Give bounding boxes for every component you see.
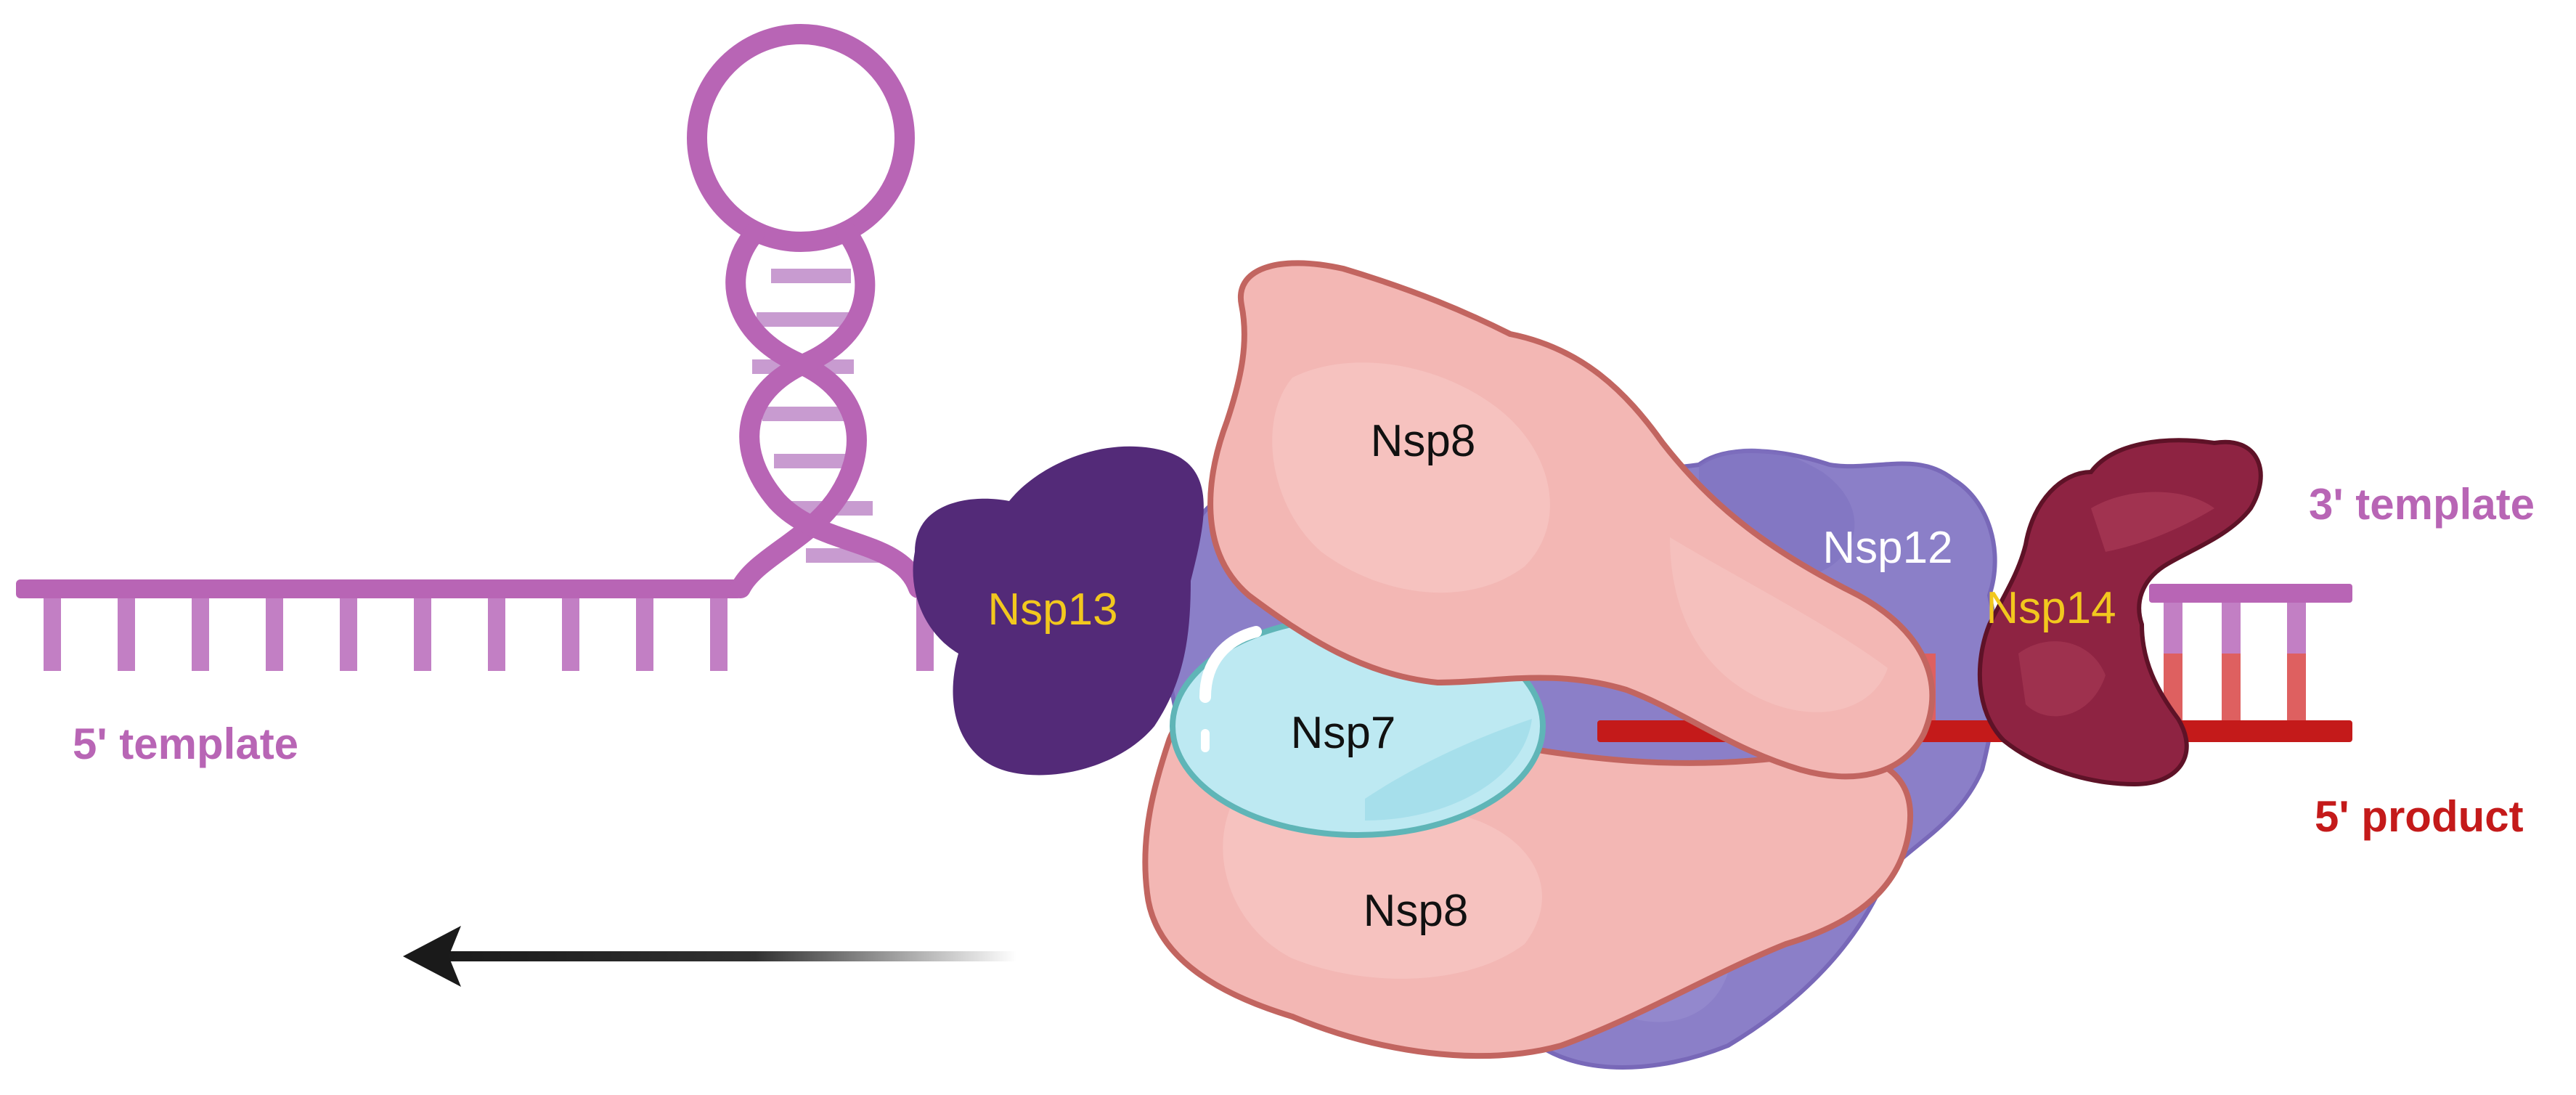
product-5prime-label: 5' product xyxy=(2315,792,2524,841)
nsp8-bottom-label: Nsp8 xyxy=(1364,886,1469,936)
template-strand-3prime xyxy=(2149,584,2352,654)
nsp7-label: Nsp7 xyxy=(1291,708,1396,758)
nsp12-label: Nsp12 xyxy=(1822,523,1952,573)
template-strand-5prime xyxy=(16,579,934,671)
direction-arrow xyxy=(403,926,1016,987)
nsp14-protein xyxy=(1977,438,2263,787)
nsp13-label: Nsp13 xyxy=(987,585,1117,635)
template-5prime-label: 5' template xyxy=(73,720,298,768)
template-3prime-label: 3' template xyxy=(2309,480,2535,529)
nsp8-top-label: Nsp8 xyxy=(1371,416,1476,466)
nsp13-protein xyxy=(913,446,1204,776)
stem-loop xyxy=(687,24,929,598)
nsp8-top-protein xyxy=(1207,260,1936,780)
nsp14-label: Nsp14 xyxy=(1986,583,2116,633)
